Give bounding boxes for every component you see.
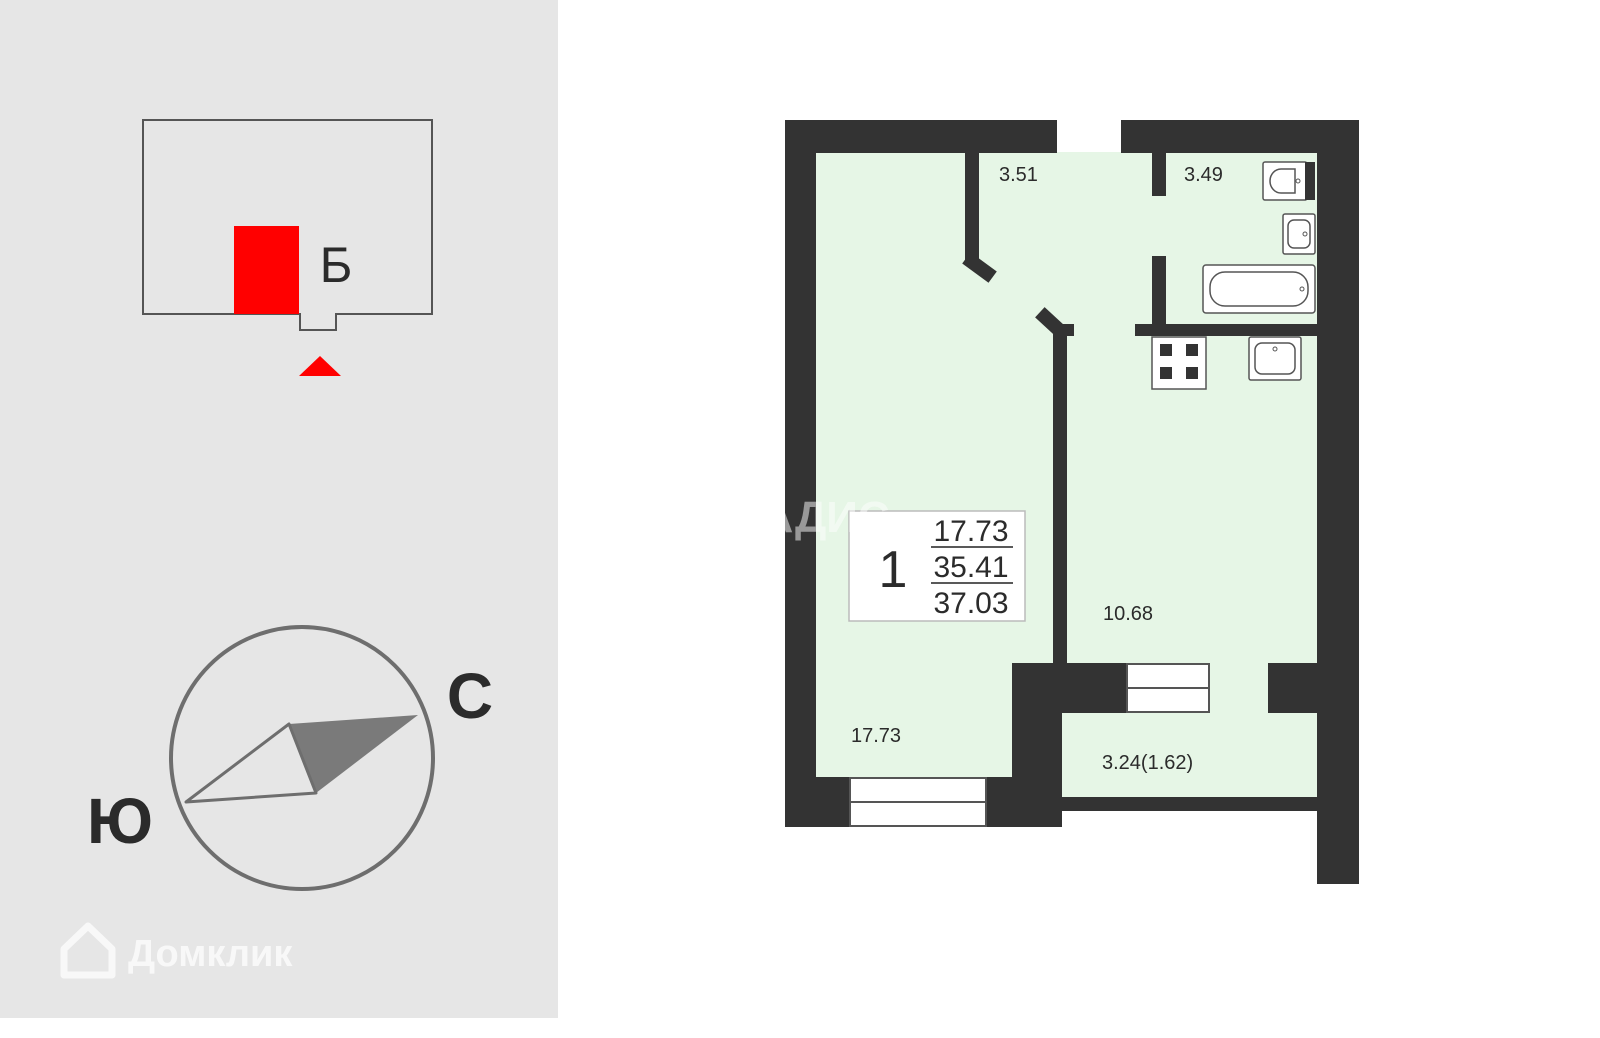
balcony-floor bbox=[1062, 713, 1318, 798]
wall-loggia-right bbox=[1268, 663, 1318, 713]
kitchen-sink-icon bbox=[1248, 336, 1302, 381]
south-label: Ю bbox=[87, 785, 153, 857]
wall-bathroom-upper bbox=[1152, 152, 1166, 196]
developer-watermark: ВЛАДИС bbox=[620, 488, 890, 542]
living-area-value: 17.73 bbox=[933, 515, 1008, 548]
area-summary-box bbox=[848, 510, 1026, 622]
bathtub-icon bbox=[1202, 264, 1316, 314]
stove-icon bbox=[1151, 336, 1207, 390]
wall-bottom-left bbox=[785, 777, 850, 827]
wall-living-kitchen bbox=[1053, 325, 1067, 665]
wall-loggia-left bbox=[1062, 663, 1128, 713]
north-label: С bbox=[447, 660, 493, 732]
wall-hall-partition-angle bbox=[962, 252, 997, 283]
developer-logo-icon bbox=[620, 488, 676, 542]
building-outline bbox=[142, 119, 433, 331]
room-count: 1 bbox=[879, 541, 908, 599]
wall-bottom-middle bbox=[986, 777, 1062, 827]
bathroom-area-label: 3.49 bbox=[1184, 164, 1223, 186]
wall-bathroom-kitchen bbox=[1135, 324, 1318, 336]
entrance-arrow-icon bbox=[299, 356, 341, 376]
section-label: Б bbox=[320, 237, 353, 293]
wall-living-kitchen-cap bbox=[1060, 324, 1074, 336]
wall-left bbox=[785, 120, 816, 827]
wall-living-kitchen-angle bbox=[1035, 307, 1068, 339]
area-summary-card: 1 17.73 35.41 37.03 bbox=[848, 510, 1026, 622]
total-with-balcony-value: 37.03 bbox=[933, 587, 1008, 620]
building-key-plan: Б bbox=[142, 119, 433, 376]
wall-loggia-pier bbox=[1012, 663, 1062, 779]
compass-ring bbox=[169, 625, 435, 891]
compass-needle-south-icon bbox=[184, 722, 318, 804]
kitchen-area-label: 10.68 bbox=[1103, 603, 1153, 625]
total-area-value: 35.41 bbox=[933, 551, 1008, 584]
balcony-area-label: 3.24(1.62) bbox=[1102, 752, 1193, 774]
washbasin-icon bbox=[1282, 213, 1316, 255]
bottom-strip bbox=[0, 1018, 1600, 1038]
toilet-icon bbox=[1262, 161, 1315, 201]
apartment-plan: 3.51 3.49 10.68 17.73 3.24(1.62) bbox=[785, 120, 1359, 884]
apartment-location-marker bbox=[234, 226, 299, 314]
hallway-area-label: 3.51 bbox=[999, 164, 1038, 186]
wall-top-left bbox=[785, 120, 1057, 153]
wall-right bbox=[1317, 120, 1359, 884]
wall-balcony-edge bbox=[1062, 797, 1318, 811]
wall-bathroom-lower bbox=[1152, 256, 1166, 336]
location-panel bbox=[0, 0, 558, 1018]
compass: С Ю bbox=[87, 625, 493, 891]
domclick-watermark-text: Домклик bbox=[128, 933, 293, 975]
developer-watermark-text: ВЛАДИС bbox=[700, 493, 890, 542]
wall-hall-partition bbox=[965, 152, 979, 264]
compass-needle-north-icon bbox=[289, 715, 418, 793]
living-room-area-label: 17.73 bbox=[851, 725, 901, 747]
domclick-watermark: Домклик bbox=[60, 922, 293, 979]
domclick-logo-icon bbox=[60, 922, 116, 979]
